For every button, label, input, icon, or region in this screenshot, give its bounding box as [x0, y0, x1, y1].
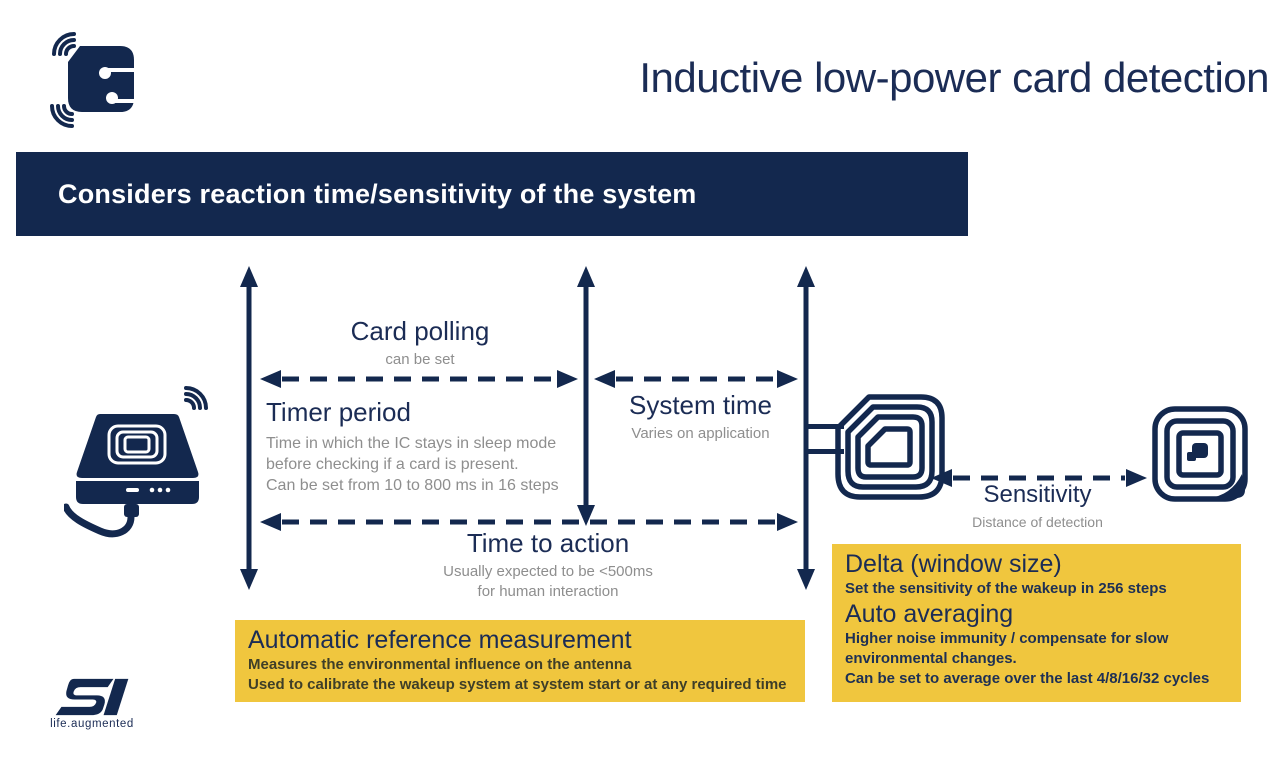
- auto-reference-line1: Measures the environmental influence on …: [248, 656, 632, 673]
- timer-period-title: Timer period: [266, 397, 411, 427]
- delta-callout: Delta (window size) Set the sensitivity …: [832, 544, 1241, 702]
- coil-lead-bottom: [806, 449, 844, 454]
- wireless-waves-icon: [184, 386, 208, 410]
- section-banner: Considers reaction time/sensitivity of t…: [16, 152, 968, 236]
- timer-period-label: Timer period Time in which the IC stays …: [266, 397, 606, 496]
- st-logo: [55, 678, 129, 716]
- page-title: Inductive low-power card detection: [639, 54, 1269, 101]
- card-polling-title: Card polling: [350, 316, 490, 346]
- delta-title: Delta (window size): [845, 550, 1062, 578]
- reader-antenna-coil-icon: [835, 394, 945, 500]
- logo-tagline: life.augmented: [50, 718, 134, 730]
- system-time-span-arrow: [594, 370, 798, 388]
- system-time-label: System time Varies on application: [598, 390, 803, 444]
- auto-averaging-line2: environmental changes.: [845, 650, 1017, 667]
- card-polling-span-arrow: [260, 370, 578, 388]
- delta-subtitle: Set the sensitivity of the wakeup in 256…: [845, 580, 1167, 597]
- banner-text: Considers reaction time/sensitivity of t…: [58, 178, 697, 209]
- coil-lead-top: [806, 424, 844, 429]
- timeline-arrow-middle: [577, 266, 595, 526]
- auto-reference-title: Automatic reference measurement: [248, 626, 632, 654]
- time-to-action-description: Usually expected to be <500ms for human …: [443, 563, 653, 600]
- auto-averaging-title: Auto averaging: [845, 600, 1014, 628]
- auto-averaging-line1: Higher noise immunity / compensate for s…: [845, 630, 1169, 647]
- wireless-waves-bottom-icon: [50, 104, 74, 128]
- sensitivity-title: Sensitivity: [983, 481, 1092, 508]
- nfc-card-wireless-icon: [50, 32, 134, 128]
- sensitivity-subtitle: Distance of detection: [972, 514, 1103, 530]
- time-to-action-label: Time to action Usually expected to be <5…: [418, 528, 678, 602]
- auto-averaging-line3: Can be set to average over the last 4/8/…: [845, 670, 1210, 687]
- card-polling-label: Card polling can be set: [290, 316, 550, 370]
- sensitivity-label: Sensitivity Distance of detection: [945, 481, 1130, 532]
- time-to-action-title: Time to action: [466, 528, 630, 558]
- time-to-action-span-arrow: [260, 513, 798, 531]
- auto-reference-callout: Automatic reference measurement Measures…: [235, 620, 805, 702]
- auto-reference-line2: Used to calibrate the wakeup system at s…: [248, 676, 787, 693]
- nfc-tag-icon: [1152, 406, 1248, 502]
- timeline-arrow-left: [240, 266, 258, 590]
- card-polling-subtitle: can be set: [385, 351, 455, 368]
- timer-period-description: Time in which the IC stays in sleep mode…: [266, 435, 559, 494]
- cable: [64, 503, 135, 538]
- wireless-waves-top-icon: [52, 32, 76, 56]
- system-time-title: System time: [628, 390, 773, 420]
- system-time-subtitle: Varies on application: [631, 425, 770, 442]
- card-reader-icon: [64, 386, 208, 538]
